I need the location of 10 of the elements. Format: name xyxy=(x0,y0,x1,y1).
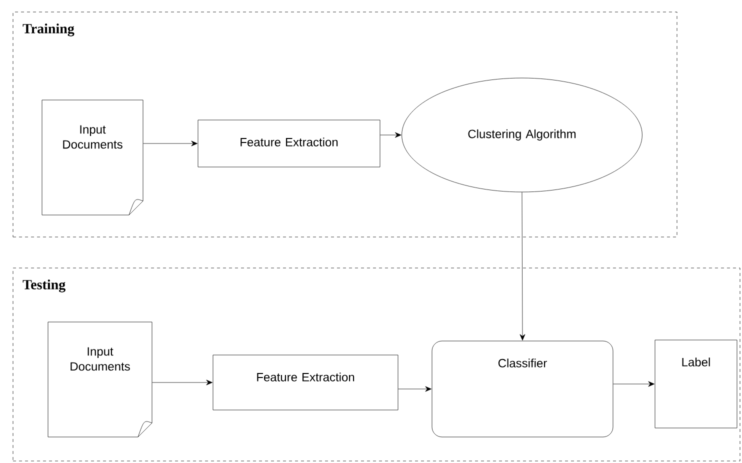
rounded-box: Classifier xyxy=(432,340,614,438)
process-box: Label xyxy=(654,340,738,428)
arrow xyxy=(143,140,198,146)
process-box: Feature Extraction xyxy=(212,354,398,410)
arrow xyxy=(152,380,212,386)
process-box: Feature Extraction xyxy=(198,120,380,168)
arrow xyxy=(380,132,402,138)
arrow xyxy=(520,192,526,340)
arrow xyxy=(398,386,432,392)
arrow xyxy=(613,381,654,387)
